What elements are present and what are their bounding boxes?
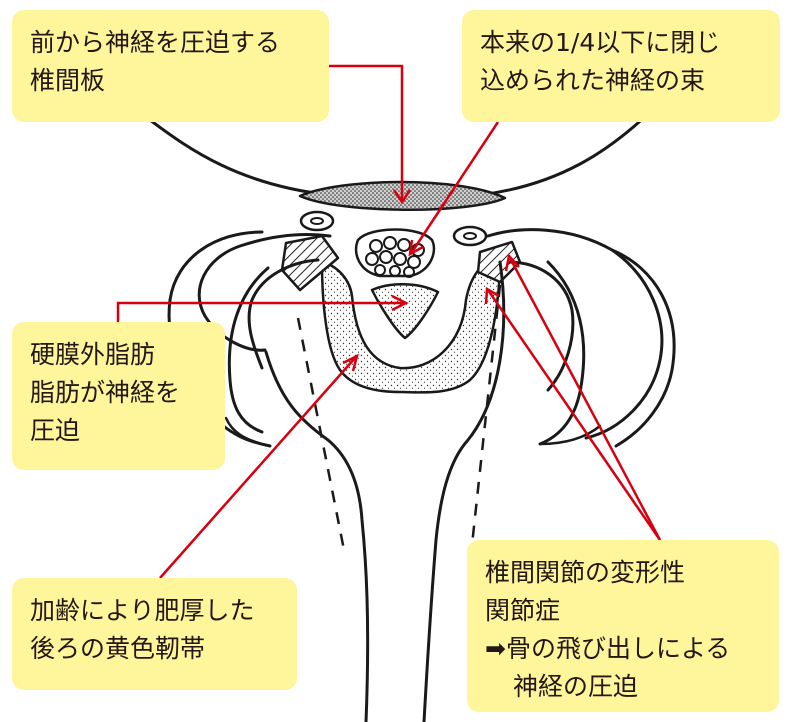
right-outer-wing <box>610 248 676 448</box>
callout-nerve-bundle-line-1: 本来の1/4以下に閉じ <box>480 28 721 57</box>
arrow-disc <box>392 189 412 205</box>
right-lamina <box>486 228 664 440</box>
callout-facet-joint-line-2: 関節症 <box>485 596 561 625</box>
callout-epidural-fat-line-2: 脂肪が神経を <box>30 378 181 407</box>
left-foramen <box>299 210 335 232</box>
left-foramen-inner <box>310 217 324 225</box>
leader-facet-1 <box>508 257 662 541</box>
callout-nerve-bundle: 本来の1/4以下に閉じ 込められた神経の束 <box>462 10 780 122</box>
right-articular-inner <box>506 260 575 392</box>
callout-facet-joint-line-4: 神経の圧迫 <box>513 672 639 701</box>
left-joint-lower <box>224 416 272 448</box>
arrow-facet-2 <box>484 286 500 305</box>
leader-facet-2 <box>486 289 662 541</box>
callout-nerve-bundle-line-2: 込められた神経の束 <box>480 66 706 95</box>
callout-facet-joint-line-1: 椎間関節の変形性 <box>485 558 686 587</box>
nerve-bundle-outline <box>354 228 436 278</box>
right-joint-lower <box>538 424 602 446</box>
left-articular-inner <box>247 258 320 370</box>
callout-facet-joint-line-3: ➡骨の飛び出しによる <box>485 634 731 663</box>
callout-epidural-fat-line-1: 硬膜外脂肪 <box>30 340 156 369</box>
left-facet-hatch <box>280 234 340 292</box>
right-foramen <box>452 225 488 247</box>
leader-lines <box>116 64 662 579</box>
callout-ligament: 加齢により肥厚した 後ろの黄色靭帯 <box>12 578 297 690</box>
callout-disc-line-1: 前から神経を圧迫する <box>30 28 281 57</box>
arrow-ligament <box>342 353 359 372</box>
callout-disc: 前から神経を圧迫する 椎間板 <box>12 10 329 122</box>
callout-ligament-line-2: 後ろの黄色靭帯 <box>30 634 206 663</box>
arrow-nerve-bundle <box>408 239 424 257</box>
right-lower-process <box>538 260 586 446</box>
callout-epidural-fat: 硬膜外脂肪 脂肪が神経を 圧迫 <box>12 322 225 470</box>
left-lower-process <box>227 266 270 434</box>
leader-ligament <box>159 357 356 579</box>
leader-epidural-fat <box>116 301 405 322</box>
arrow-facet-1 <box>504 253 520 272</box>
spinous-process-right <box>422 260 506 722</box>
leader-nerve-bundle <box>410 121 500 253</box>
right-foramen-inner <box>463 232 477 240</box>
dashed-guides <box>296 284 502 556</box>
arrow-epidural-fat <box>391 294 409 312</box>
nerve-fibers <box>365 236 425 278</box>
spinous-process-left <box>264 350 370 722</box>
callout-facet-joint: 椎間関節の変形性 関節症 ➡骨の飛び出しによる 神経の圧迫 <box>467 540 779 712</box>
leader-disc <box>329 64 404 200</box>
epidural-fat <box>370 282 440 340</box>
callout-ligament-line-1: 加齢により肥厚した <box>30 596 255 625</box>
left-dashed-guide <box>296 317 347 556</box>
callout-disc-line-2: 椎間板 <box>30 66 106 95</box>
callout-epidural-fat-line-3: 圧迫 <box>30 416 81 445</box>
